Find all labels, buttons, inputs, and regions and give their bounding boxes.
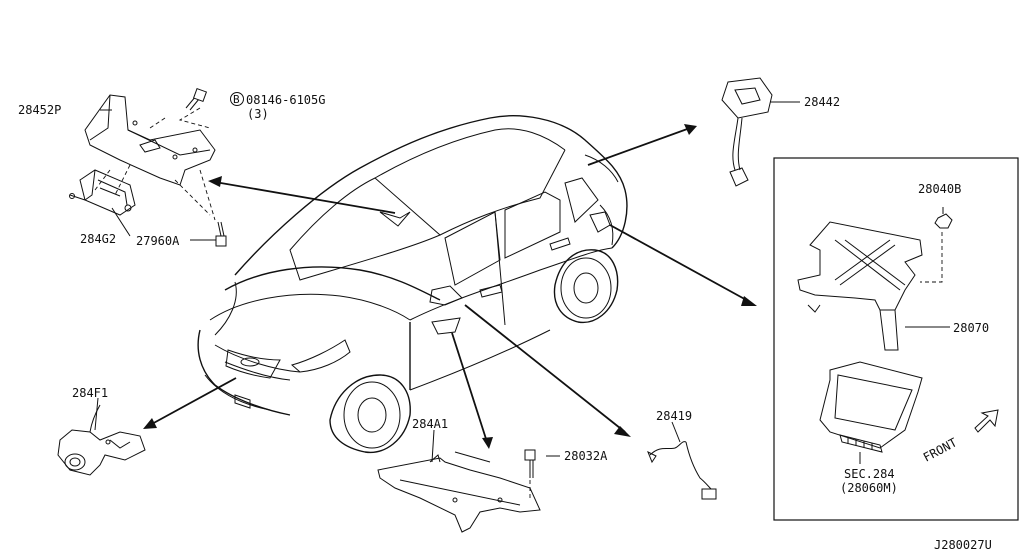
- label-28452P: 28452P: [18, 103, 61, 117]
- bracket-28070: [797, 221, 950, 351]
- leader-arrows: [143, 124, 757, 449]
- label-08146-qty: (3): [247, 107, 269, 121]
- leader-lines: [94, 109, 681, 463]
- label-28442: 28442: [804, 95, 840, 109]
- label-28040B: 28040B: [918, 182, 961, 196]
- label-28070: 28070: [953, 321, 989, 335]
- bolt-symbol-letter: B: [233, 93, 240, 106]
- module-284G2: [69, 169, 136, 216]
- label-284F1: 284F1: [72, 386, 108, 400]
- bolt-27960A: [215, 221, 227, 247]
- part-labels: 28452P B 08146-6105G (3) 284G2 27960A 28…: [18, 92, 992, 552]
- label-28032A: 28032A: [564, 449, 608, 463]
- label-28060M: (28060M): [840, 481, 898, 495]
- label-front: FRONT: [921, 435, 959, 464]
- label-284G2: 284G2: [80, 232, 116, 246]
- front-direction-indicator: [974, 409, 999, 433]
- label-28419: 28419: [656, 409, 692, 423]
- bracket-assembly-28452P: [84, 94, 216, 221]
- nut-28040B: [934, 207, 953, 229]
- bolt-08146: [185, 87, 208, 111]
- detail-frame: [773, 157, 1019, 521]
- bolt-28032A: [524, 449, 536, 500]
- label-27960A: 27960A: [136, 234, 180, 248]
- bolt-symbol-circle: [230, 92, 244, 106]
- label-284A1: 284A1: [412, 417, 448, 431]
- plate-284A1: [377, 451, 541, 533]
- diagram-code: J280027U: [934, 538, 992, 552]
- sensor-28419: [647, 441, 717, 500]
- vehicle-illustration: [197, 115, 628, 454]
- label-08146-6105G: 08146-6105G: [246, 93, 325, 107]
- label-sec-284: SEC.284: [844, 467, 895, 481]
- part-28442: [721, 77, 800, 187]
- control-unit-sec284: [819, 361, 923, 464]
- part-284F1: [57, 404, 146, 476]
